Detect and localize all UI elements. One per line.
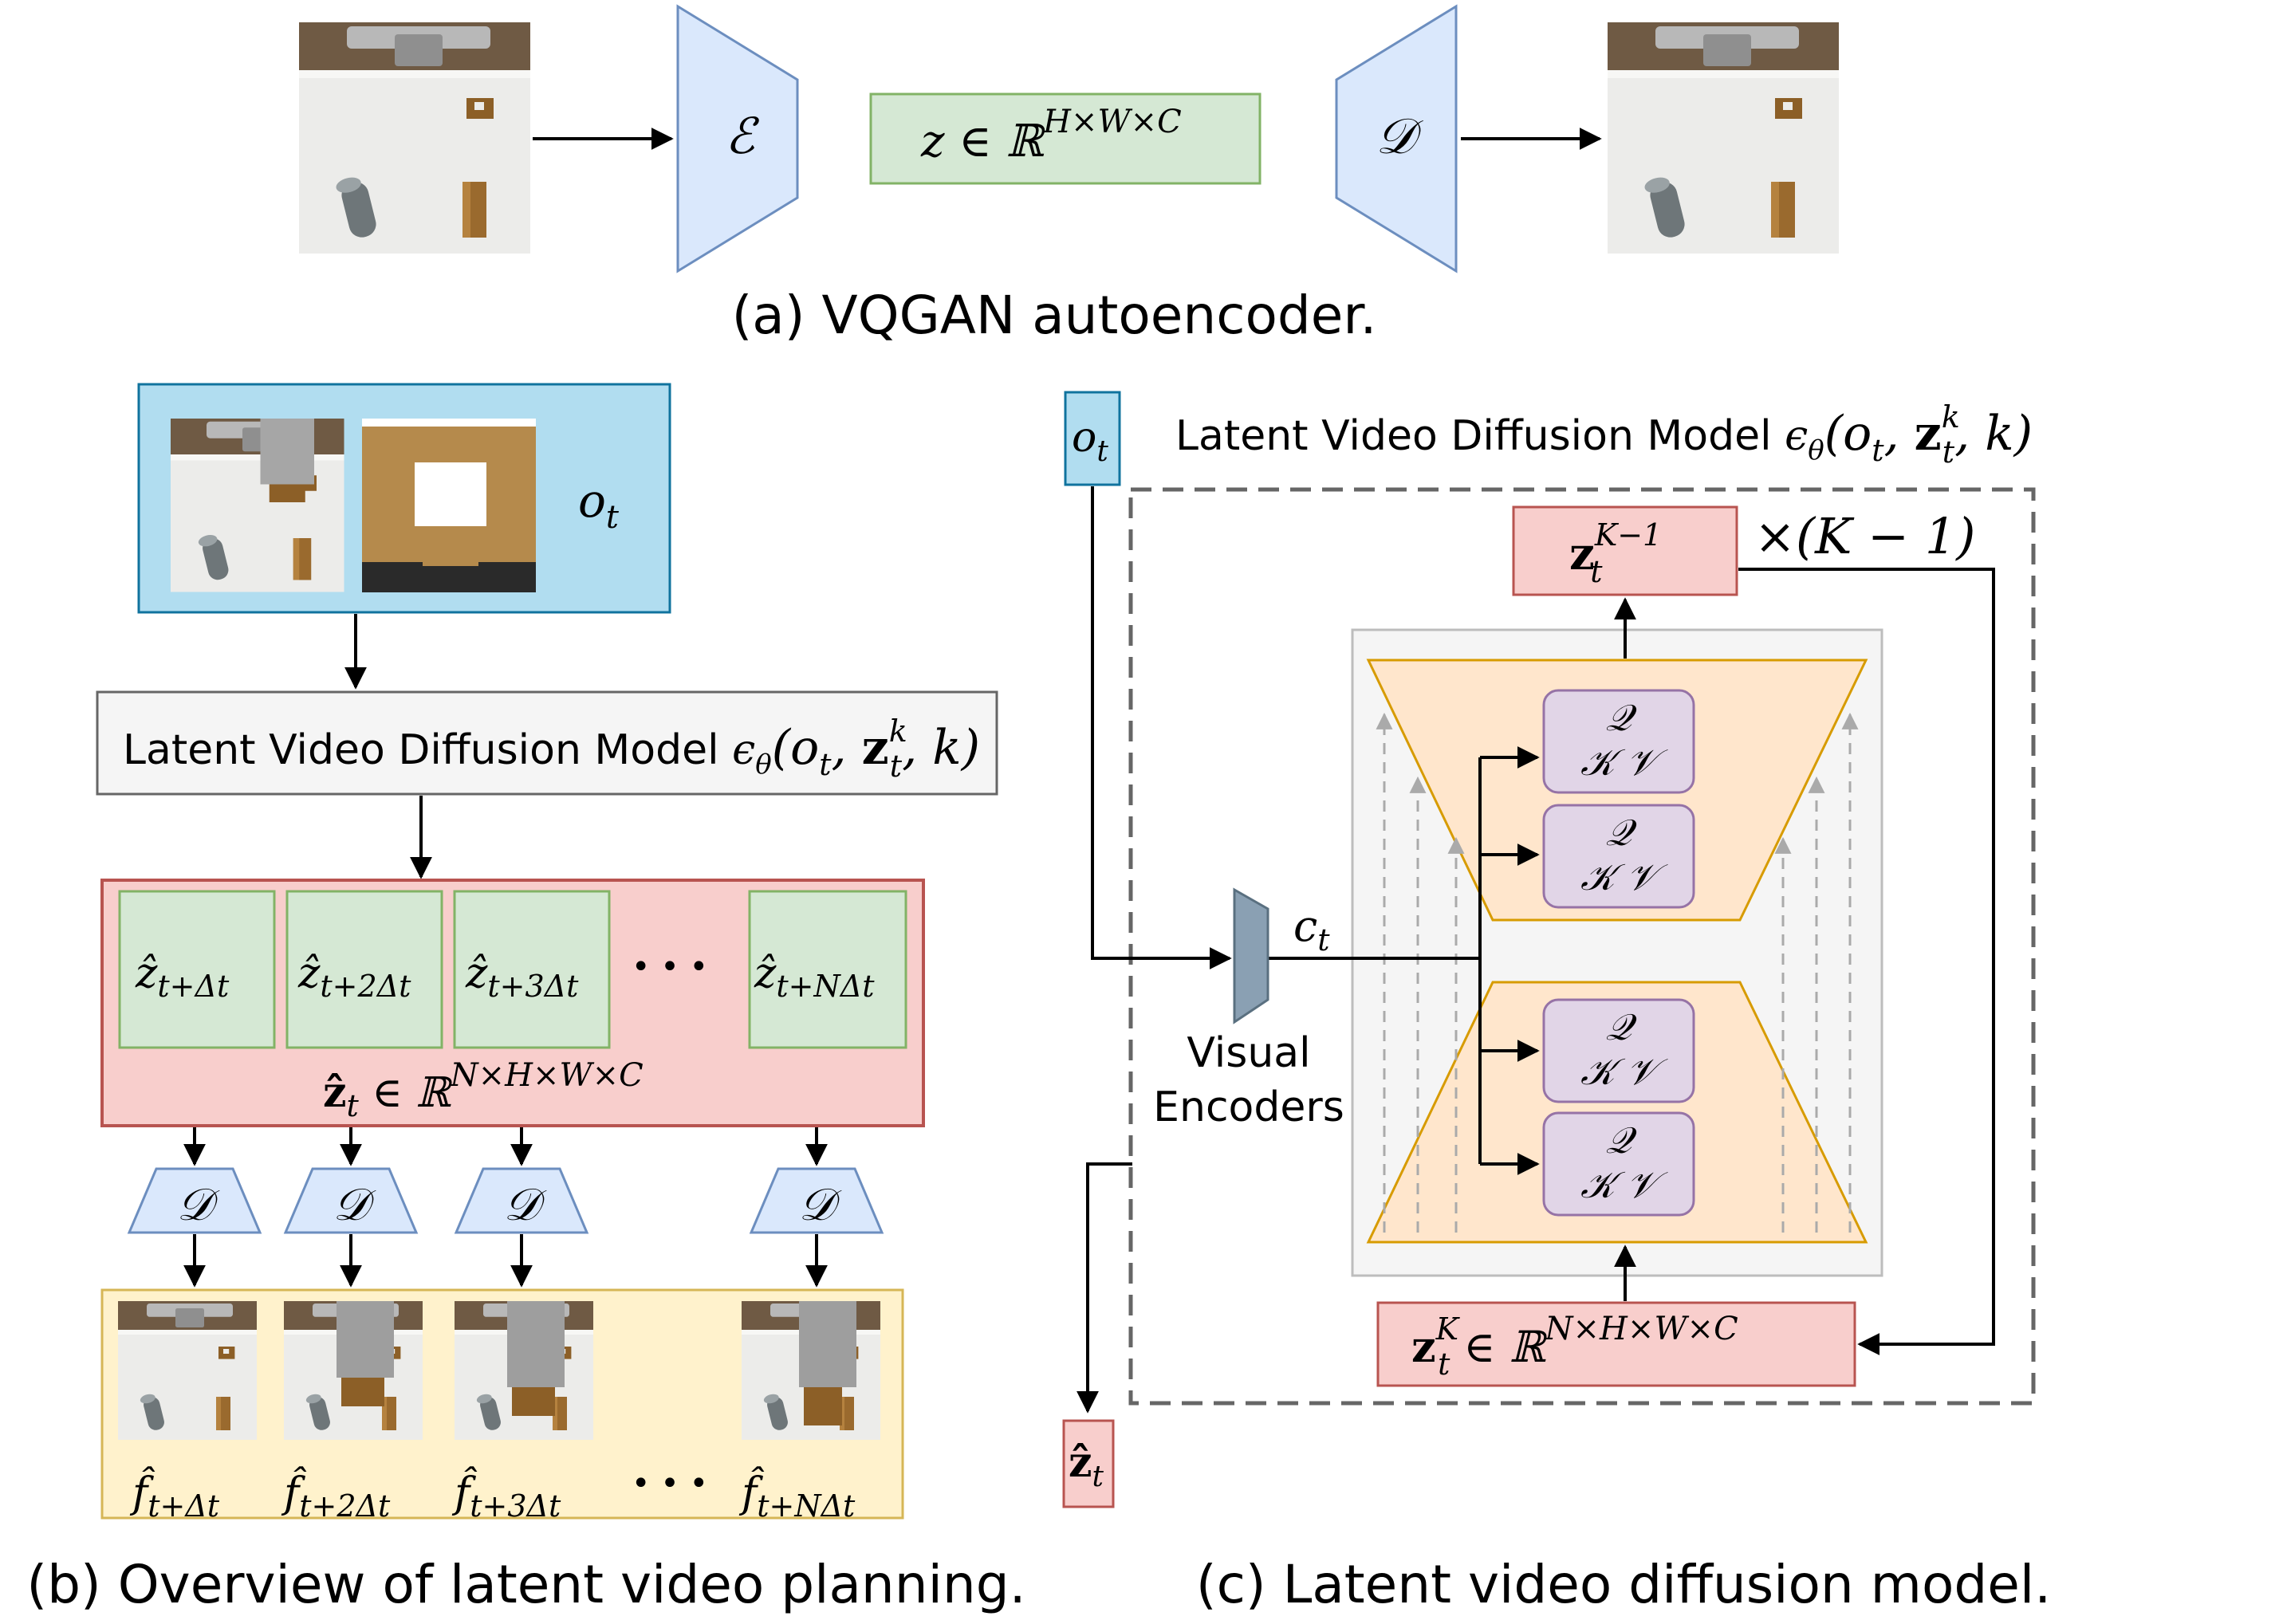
svg-text:ẑt+Δt: ẑt+Δt — [135, 950, 230, 1004]
latent-tile-1: ẑt+Δt — [118, 890, 276, 1049]
frame-3: f̂t+3Δt — [451, 1301, 593, 1524]
skip-connections — [1376, 712, 1859, 1233]
decoder-column-n: 𝒟 — [749, 1127, 884, 1288]
observation-input-c — [1064, 391, 1121, 486]
model-boundary-dashed — [1128, 487, 2036, 1406]
panel-b: ot Latent Video Diffusion Model ϵθ(ot, z… — [26, 383, 1026, 1615]
svg-text:𝒦 𝒱: 𝒦 𝒱 — [1580, 1163, 1668, 1206]
svg-text:f̂t+2Δt: f̂t+2Δt — [281, 1467, 391, 1524]
decoder-column-2: 𝒟 — [283, 1127, 419, 1288]
attention-block-1: 𝒬 𝒦 𝒱 — [1542, 689, 1695, 794]
encoder-symbol: ℰ — [725, 107, 759, 165]
svg-text:𝒦 𝒱: 𝒦 𝒱 — [1580, 741, 1668, 784]
input-image — [299, 22, 530, 254]
frames-ellipsis: • • • — [632, 1465, 708, 1502]
svg-text:f̂t+Δt: f̂t+Δt — [129, 1467, 220, 1524]
conditioning-label: ct — [1293, 901, 1330, 957]
svg-text:f̂t+NΔt: f̂t+NΔt — [738, 1467, 856, 1524]
conditioning-routing — [1091, 486, 1540, 1175]
caption-c: (c) Latent video diffusion model. — [1196, 1554, 2051, 1615]
svg-text:ẑt+2Δt: ẑt+2Δt — [297, 950, 411, 1004]
observation-label: ot — [578, 474, 620, 536]
observation-image-table — [171, 419, 344, 592]
decoder-column-3: 𝒟 — [454, 1127, 589, 1288]
attention-block-3: 𝒬 𝒦 𝒱 — [1542, 998, 1695, 1103]
latent-tile-2: ẑt+2Δt — [285, 890, 443, 1049]
latent-box — [869, 92, 1262, 185]
latent-tile-3: ẑt+3Δt — [453, 890, 611, 1049]
caption-a: (a) VQGAN autoencoder. — [732, 285, 1377, 346]
latent-tile-n: ẑt+NΔt — [748, 890, 907, 1049]
result-box — [1062, 1419, 1115, 1508]
input-latent-box — [1376, 1301, 1856, 1387]
decoder-column-1: 𝒟 — [127, 1127, 262, 1288]
panel-c: ot Latent Video Diffusion Model ϵθ(ot, z… — [1062, 391, 2051, 1615]
attention-block-4: 𝒬 𝒦 𝒱 — [1542, 1111, 1695, 1217]
repeat-label: ×(K − 1) — [1754, 507, 1975, 565]
observation-input-c-label: ot — [1072, 414, 1108, 468]
frame-n: f̂t+NΔt — [738, 1301, 880, 1524]
latent-label: z ∈ ℝH×W×C — [920, 104, 1182, 167]
frame-2: f̂t+2Δt — [281, 1301, 423, 1524]
svg-text:ẑt+NΔt: ẑt+NΔt — [754, 950, 875, 1004]
svg-text:ẑt+3Δt: ẑt+3Δt — [465, 950, 579, 1004]
visual-encoder-label-1: Visual — [1187, 1029, 1310, 1077]
result-label: ẑt — [1069, 1438, 1104, 1493]
encoder-trapezoid — [676, 4, 799, 273]
visual-encoder-label-2: Encoders — [1153, 1083, 1344, 1131]
panel-a: ℰ z ∈ ℝH×W×C 𝒟 (a) VQGAN autoencoder. — [299, 4, 1839, 346]
visual-encoder-shape — [1233, 887, 1269, 1024]
reconstructed-image — [1608, 22, 1839, 254]
svg-text:𝒦 𝒱: 𝒦 𝒱 — [1580, 855, 1668, 899]
frame-1: f̂t+Δt — [118, 1301, 257, 1524]
latent-ellipsis: • • • — [632, 949, 708, 985]
caption-b: (b) Overview of latent video planning. — [26, 1554, 1025, 1615]
svg-text:𝒦 𝒱: 𝒦 𝒱 — [1580, 1050, 1668, 1093]
arrow-to-result — [1077, 1162, 1132, 1414]
observation-image-wrist — [362, 419, 536, 592]
attention-block-2: 𝒬 𝒦 𝒱 — [1542, 804, 1695, 909]
latent-stack-label: ẑt ∈ ℝN×H×W×C — [323, 1057, 644, 1123]
model-box-b — [96, 690, 998, 796]
decoder-trapezoid — [1335, 4, 1458, 273]
loop-arrow — [1738, 568, 1995, 1355]
output-latent-box — [1512, 505, 1738, 596]
